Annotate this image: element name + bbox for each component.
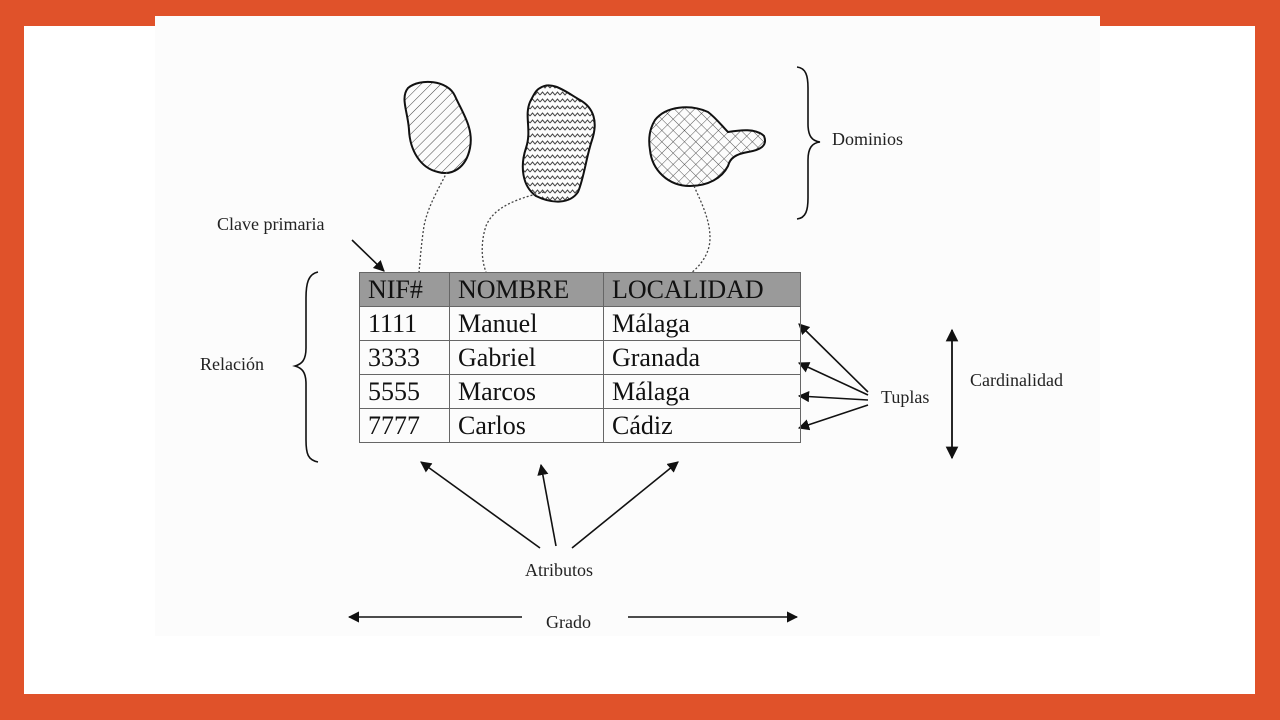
- domain-blob-1: [403, 80, 472, 174]
- domains-brace: [796, 66, 821, 220]
- tuple-arrow-4: [797, 404, 869, 431]
- tuple-arrow-2: [797, 362, 869, 396]
- domain-connector-2: [481, 191, 545, 273]
- table-row: 1111 Manuel Málaga: [359, 306, 801, 341]
- primary-key-arrow: [351, 239, 385, 272]
- relation-table: NIF# NOMBRE LOCALIDAD 1111 Manuel Málaga…: [359, 272, 801, 443]
- domain-blob-2: [521, 84, 596, 203]
- clave-primaria-label: Clave primaria: [217, 214, 325, 234]
- cell-localidad: Málaga: [603, 306, 801, 341]
- table-row: 7777 Carlos Cádiz: [359, 408, 801, 443]
- tuple-arrow-1: [798, 323, 869, 393]
- domain-connector-1: [418, 171, 448, 273]
- header-nif: NIF#: [359, 272, 450, 307]
- relation-brace: [292, 271, 319, 463]
- cell-nif: 7777: [359, 408, 450, 443]
- attribute-arrow-2: [537, 463, 557, 547]
- cell-localidad: Granada: [603, 340, 801, 375]
- cell-nombre: Marcos: [449, 374, 604, 409]
- cell-nombre: Manuel: [449, 306, 604, 341]
- attribute-arrow-1: [420, 461, 541, 549]
- tuple-arrow-3: [797, 390, 869, 403]
- cell-nif: 5555: [359, 374, 450, 409]
- tuplas-label: Tuplas: [881, 387, 930, 407]
- atributos-label: Atributos: [525, 560, 594, 580]
- cell-nif: 1111: [359, 306, 450, 341]
- domain-blob-3: [648, 106, 766, 188]
- cell-localidad: Málaga: [603, 374, 801, 409]
- table-header-row: NIF# NOMBRE LOCALIDAD: [359, 272, 801, 307]
- grado-label: Grado: [546, 612, 591, 632]
- header-nombre: NOMBRE: [449, 272, 604, 307]
- attribute-arrow-3: [571, 461, 679, 549]
- cell-nombre: Gabriel: [449, 340, 604, 375]
- domain-connector-3: [689, 185, 711, 275]
- cell-nombre: Carlos: [449, 408, 604, 443]
- cardinalidad-label: Cardinalidad: [970, 370, 1063, 390]
- dominios-label: Dominios: [832, 129, 904, 149]
- cell-nif: 3333: [359, 340, 450, 375]
- relacion-label: Relación: [200, 354, 264, 374]
- table-row: 3333 Gabriel Granada: [359, 340, 801, 375]
- table-row: 5555 Marcos Málaga: [359, 374, 801, 409]
- cell-localidad: Cádiz: [603, 408, 801, 443]
- header-localidad: LOCALIDAD: [603, 272, 801, 307]
